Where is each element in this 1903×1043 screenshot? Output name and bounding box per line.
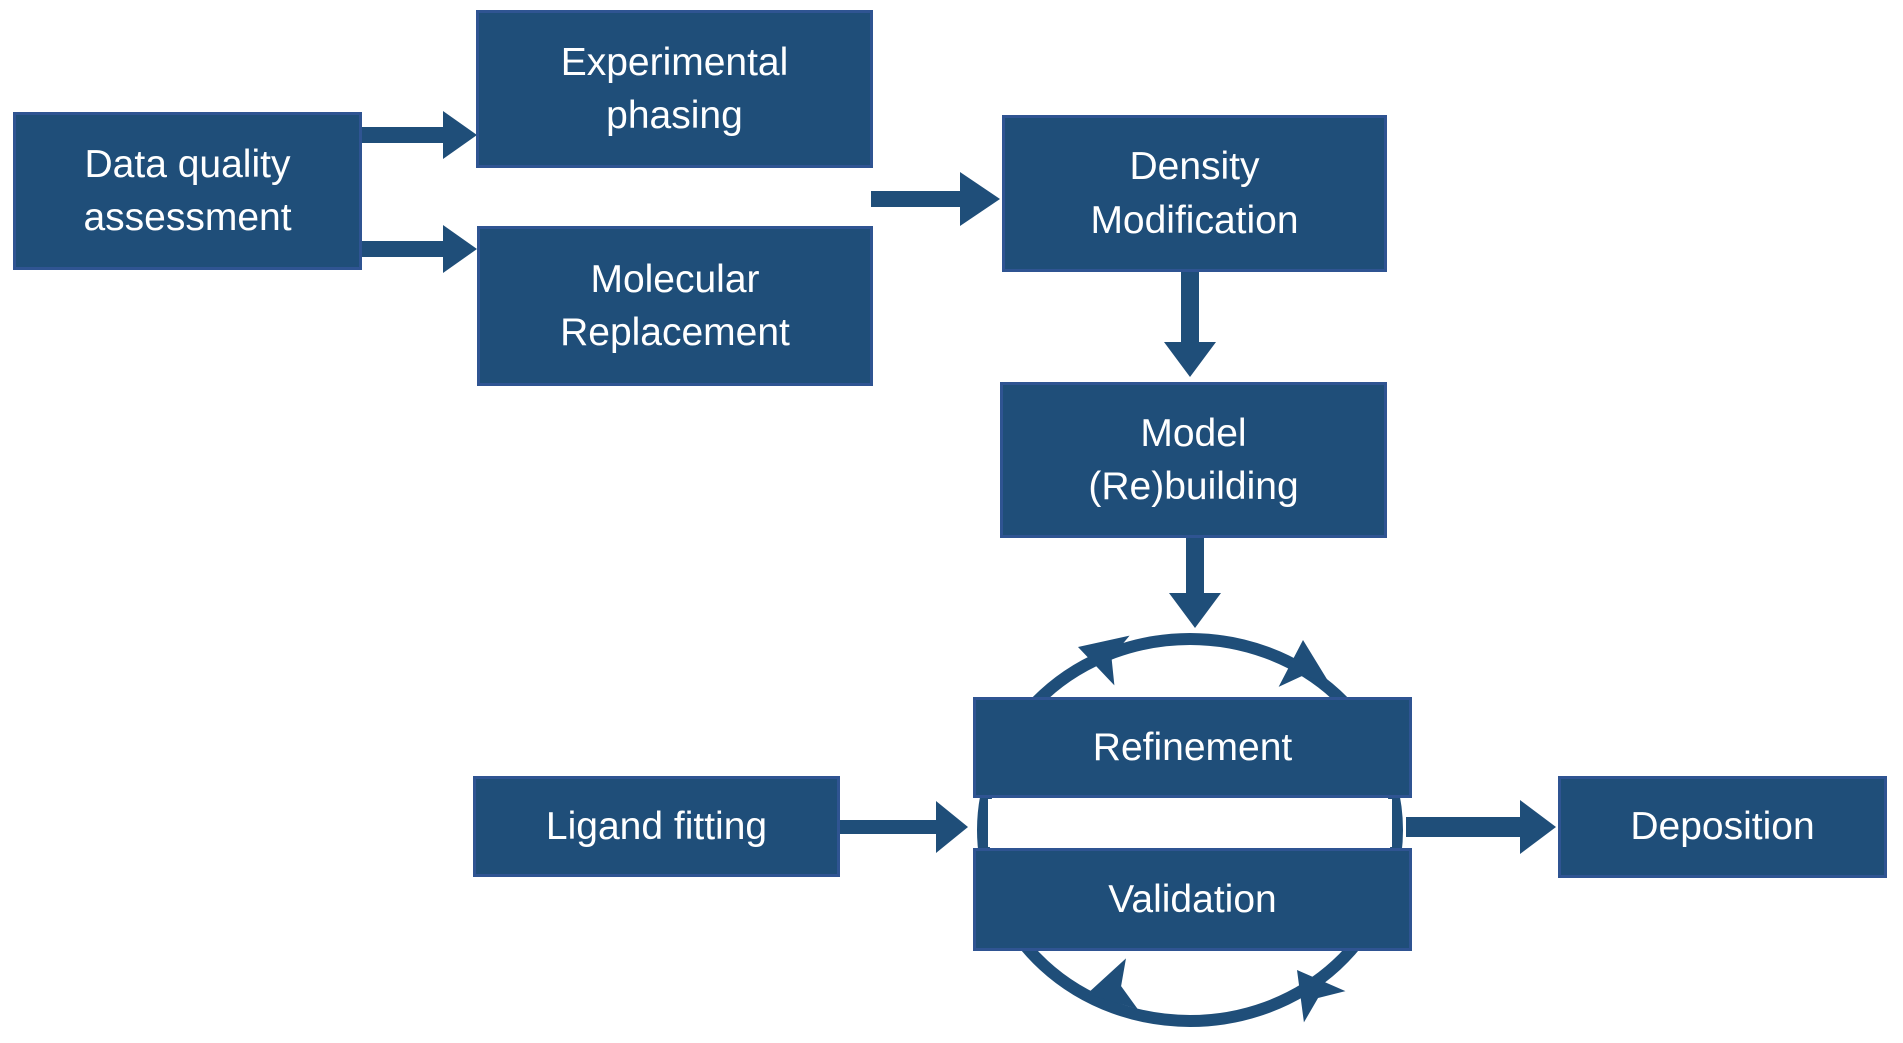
cycle-arrowhead-top-right [1278, 640, 1331, 687]
arrow-ligand-fitting-to-cycle [840, 801, 968, 853]
cycle-arrowhead-top-left [1078, 635, 1130, 686]
arrow-data-quality-to-experimental-phasing [362, 111, 477, 159]
arrow-phasing-to-density-modification [871, 172, 1000, 226]
node-model-rebuilding: Model (Re)building [1000, 382, 1387, 538]
arrow-model-to-refinement-cycle [1169, 538, 1221, 628]
arrow-cycle-to-deposition [1406, 800, 1556, 854]
node-density-modification: Density Modification [1002, 115, 1387, 272]
arrow-density-to-model-rebuilding [1164, 272, 1216, 377]
cycle-arrowhead-bottom-right [1297, 970, 1346, 1023]
node-ligand-fitting: Ligand fitting [473, 776, 840, 877]
node-deposition: Deposition [1558, 776, 1887, 878]
cycle-band-mask [988, 799, 1392, 847]
refinement-validation-cycle-ring [977, 633, 1403, 1027]
node-molecular-replacement: Molecular Replacement [477, 226, 873, 386]
arrow-data-quality-to-molecular-replacement [362, 225, 477, 273]
cycle-arrowhead-bottom-left [1087, 958, 1138, 1009]
node-experimental-phasing: Experimental phasing [476, 10, 873, 168]
node-data-quality-assessment: Data quality assessment [13, 112, 362, 270]
node-refinement: Refinement [973, 697, 1412, 798]
node-validation: Validation [973, 848, 1412, 951]
